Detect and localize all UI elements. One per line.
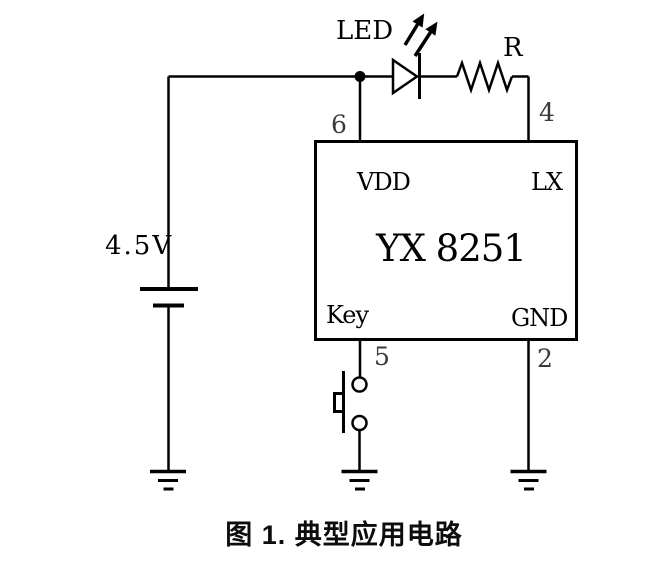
led-symbol: [391, 53, 457, 99]
ground-switch: [341, 469, 378, 491]
junction-dot: [354, 71, 366, 82]
figure-caption: 图 1. 典型应用电路: [225, 520, 463, 550]
chip-name: YX 8251: [376, 227, 527, 270]
ground-gnd-pin: [510, 469, 547, 491]
led-label: LED: [336, 16, 394, 46]
pin-label-key: Key: [326, 301, 369, 329]
pin-number-6: 6: [331, 110, 347, 139]
battery-voltage-label: 4.5V: [105, 231, 174, 261]
pin-label-lx: LX: [531, 168, 563, 196]
push-button-symbol: [333, 340, 368, 470]
resistor-label: R: [503, 33, 523, 63]
battery-symbol: [140, 287, 198, 470]
pin-label-gnd: GND: [511, 304, 568, 332]
pin-number-4: 4: [539, 98, 555, 127]
resistor-symbol: [455, 59, 530, 141]
chip-outline: [314, 140, 578, 341]
led-light-arrows-icon: [403, 13, 438, 57]
pin-label-vdd: VDD: [357, 168, 411, 196]
pin-number-5: 5: [374, 342, 390, 371]
ground-battery: [150, 469, 186, 491]
pin-number-2: 2: [537, 344, 553, 373]
